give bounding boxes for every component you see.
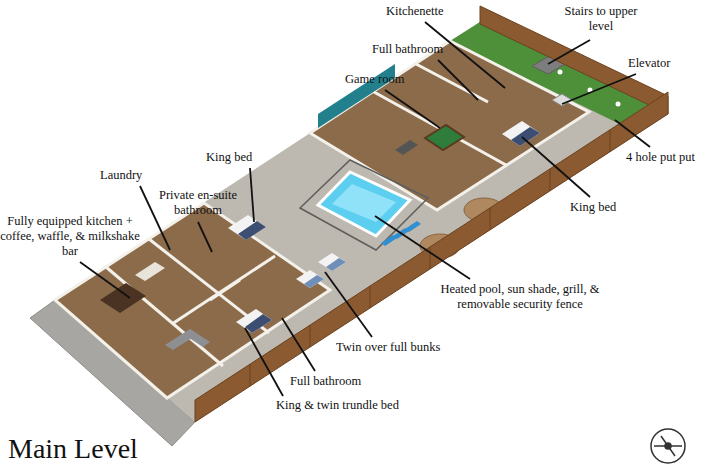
side-fence (195, 92, 668, 422)
leader-line (615, 120, 650, 147)
leader-line (325, 272, 372, 337)
room-callout: 4 hole put put (626, 150, 695, 165)
leader-line (385, 90, 440, 128)
leader-line (80, 262, 130, 298)
logo-hub (665, 443, 671, 449)
pool-table (425, 125, 464, 150)
logo (651, 429, 685, 463)
board (430, 247, 431, 269)
bed (236, 309, 272, 333)
room-callout: King bed (570, 200, 616, 215)
sofa (395, 140, 418, 155)
wall (374, 92, 506, 165)
leader-line (282, 318, 315, 371)
board (550, 169, 551, 191)
bed-blanket (326, 258, 346, 271)
bed-blanket (511, 127, 540, 146)
leader-line (198, 222, 212, 252)
logo-ring (651, 429, 685, 463)
leader-line (522, 137, 590, 197)
leader-line (245, 328, 283, 396)
board (490, 208, 491, 230)
room-callout: Kitchenette (386, 4, 444, 19)
board (250, 364, 251, 386)
putt-hole (558, 70, 563, 75)
room-callout: Full bathroom (290, 374, 361, 389)
room-callout: Private en-suite bathroom (150, 188, 246, 218)
room-callout: Fully equipped kitchen + coffee, waffle,… (0, 214, 140, 259)
bunk-bed (296, 270, 324, 288)
bed-blanket (238, 221, 266, 240)
board (370, 286, 371, 308)
logo-propeller (654, 436, 682, 456)
bunk-bed (318, 253, 346, 271)
leader-line (375, 216, 470, 279)
room-callout: Stairs to upper level (560, 4, 642, 34)
elevator (552, 94, 572, 106)
fence-boards (250, 130, 610, 386)
bed-blanket (304, 275, 324, 288)
leader-line (438, 60, 478, 100)
room-callout: King bed (206, 150, 252, 165)
bed (228, 215, 266, 240)
wall (210, 280, 240, 300)
leader-line (250, 168, 254, 222)
leader-lines (80, 22, 650, 396)
leader-line (548, 40, 590, 64)
board (310, 325, 311, 347)
kitchen-island (135, 262, 165, 281)
room-callout: King & twin trundle bed (276, 398, 399, 413)
pool (318, 172, 410, 236)
lounge-chair (405, 221, 421, 232)
level-title: Main Level (8, 432, 138, 466)
bed (502, 121, 540, 146)
dining-table (100, 283, 146, 313)
room-callout: Heated pool, sun shade, grill, & removab… (420, 282, 620, 312)
interior-walls (106, 64, 506, 366)
room-callout: Full bathroom (372, 42, 443, 57)
room-callout: Laundry (100, 168, 142, 183)
putt-hole (616, 102, 621, 107)
board (610, 130, 611, 152)
patio (55, 22, 668, 422)
leader-line (562, 74, 636, 104)
wall (416, 64, 488, 102)
room-callout: Elevator (628, 56, 670, 71)
pool-fence (300, 160, 428, 250)
bed-blanket (245, 314, 272, 333)
room-callout: Twin over full bunks (336, 340, 440, 355)
pool-water (332, 184, 396, 222)
sofa (183, 329, 210, 347)
room-callout: Game room (345, 72, 404, 87)
